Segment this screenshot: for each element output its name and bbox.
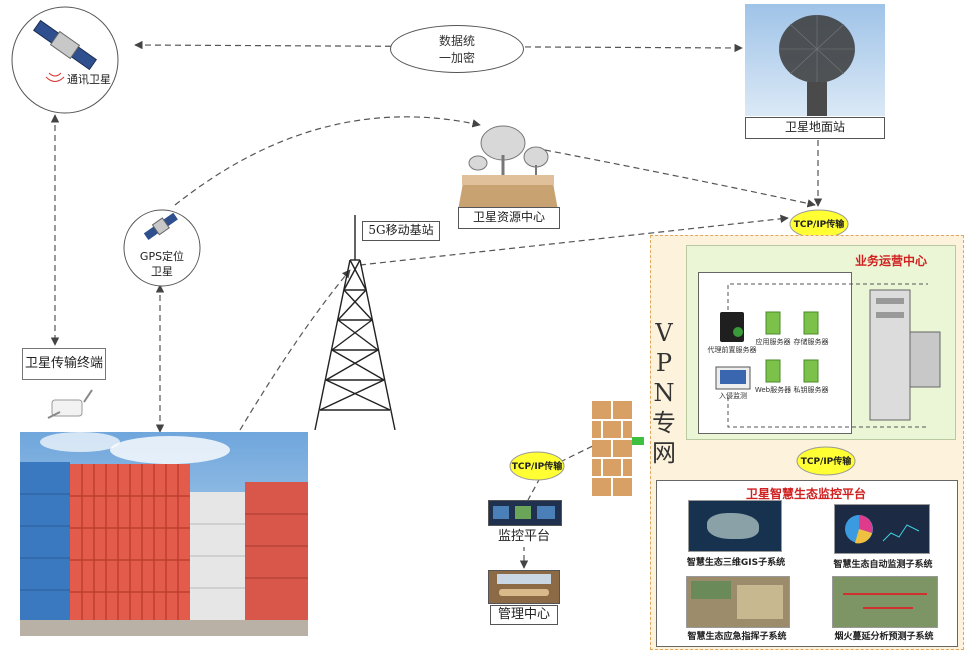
monitor-platform-photo <box>488 500 562 526</box>
tcp-cloud-top-label: TCP/IP传输 <box>794 218 846 230</box>
eco-system-label: 智慧生态自动监测子系统 <box>833 560 933 570</box>
vpn-char: V <box>655 319 673 347</box>
server-label-app: 应用服务器 <box>756 337 791 346</box>
vpn-char: 网 <box>652 439 676 467</box>
containers-image <box>20 432 308 636</box>
resource-center-label: 卫星资源中心 <box>458 207 560 229</box>
link-basestation-ops <box>359 214 789 266</box>
resource-center-icon <box>458 125 558 210</box>
eco-system-label: 智慧生态三维GIS子系统 <box>686 558 786 568</box>
container-yard-photo <box>20 432 308 636</box>
ground-station-label: 卫星地面站 <box>745 117 885 139</box>
firewall-icon <box>592 401 644 496</box>
vpn-char: P <box>655 349 673 377</box>
eco-platform-title: 卫星智慧生态监控平台 <box>745 487 866 501</box>
link-gps-resource <box>174 116 481 206</box>
gis-screenshot <box>688 500 782 552</box>
monitor-platform-label: 监控平台 <box>490 527 558 547</box>
terminal-label: 卫星传输终端 <box>22 348 106 380</box>
gps-node: GPS定位 卫星 <box>122 208 202 288</box>
ground-station-photo <box>745 4 885 116</box>
eco-system-label: 智慧生态应急指挥子系统 <box>687 632 787 642</box>
link-resource-ops <box>544 149 816 208</box>
tcp-cloud-middle-label: TCP/IP传输 <box>801 455 853 467</box>
monitoring-screenshot <box>834 504 930 554</box>
gps-label-1: GPS定位 <box>139 250 185 263</box>
vpn-char: N <box>653 379 675 407</box>
encryption-ellipse: 数据统 一加密 <box>390 25 524 73</box>
link-containers-basestation <box>239 269 351 431</box>
management-center-photo <box>488 570 560 604</box>
server-label-intrusion: 入侵监测 <box>719 391 747 400</box>
link-cloud-monitor <box>527 477 541 501</box>
comm-satellite-node: 通讯卫星 <box>5 5 127 115</box>
intrusion-monitor-icon <box>715 366 751 390</box>
comm-satellite-label: 通讯卫星 <box>67 73 111 86</box>
vpn-label: V P N 专 网 <box>652 318 676 468</box>
comm-satellite-icon <box>11 6 119 114</box>
encryption-label-1: 数据统 <box>438 34 475 48</box>
tower-icon <box>314 215 396 430</box>
server-label-key: 私钥服务器 <box>794 385 829 394</box>
server-label-storage: 存储服务器 <box>794 337 829 346</box>
operations-inner-box <box>698 272 852 434</box>
operations-center-title: 业务运营中心 <box>855 254 928 268</box>
workstation-icon <box>869 289 941 421</box>
tcp-cloud-middle: TCP/IP传输 <box>796 446 856 476</box>
key-server-icon <box>803 359 819 383</box>
tcp-cloud-left-label: TCP/IP传输 <box>512 460 564 472</box>
encryption-label-2: 一加密 <box>438 51 475 65</box>
eco-system-label: 烟火蔓延分析预测子系统 <box>834 632 934 642</box>
terminal-device-icon <box>47 389 93 419</box>
dish-antenna-icon <box>745 4 885 116</box>
tcp-cloud-left: TCP/IP传输 <box>509 451 565 481</box>
base-station-label: 5G移动基站 <box>362 221 440 241</box>
pie-chart-icon <box>845 515 920 544</box>
gps-satellite-icon <box>123 209 201 287</box>
gps-label-2: 卫星 <box>151 265 173 278</box>
proxy-server-icon <box>720 312 744 342</box>
emergency-screenshot <box>686 576 790 628</box>
vpn-char: 专 <box>652 409 676 437</box>
server-label-proxy: 代理前置服务器 <box>708 345 757 354</box>
web-server-icon <box>765 359 781 383</box>
operations-servers: 代理前置服务器 应用服务器 存储服务器 入侵监测 Web服务器 私钥服务器 <box>708 283 941 428</box>
server-label-web: Web服务器 <box>755 385 791 394</box>
resource-center-photo <box>458 115 558 210</box>
fire-analysis-screenshot <box>832 576 938 628</box>
app-server-icon <box>765 311 781 335</box>
storage-server-icon <box>803 311 819 335</box>
management-center-label: 管理中心 <box>490 605 558 625</box>
